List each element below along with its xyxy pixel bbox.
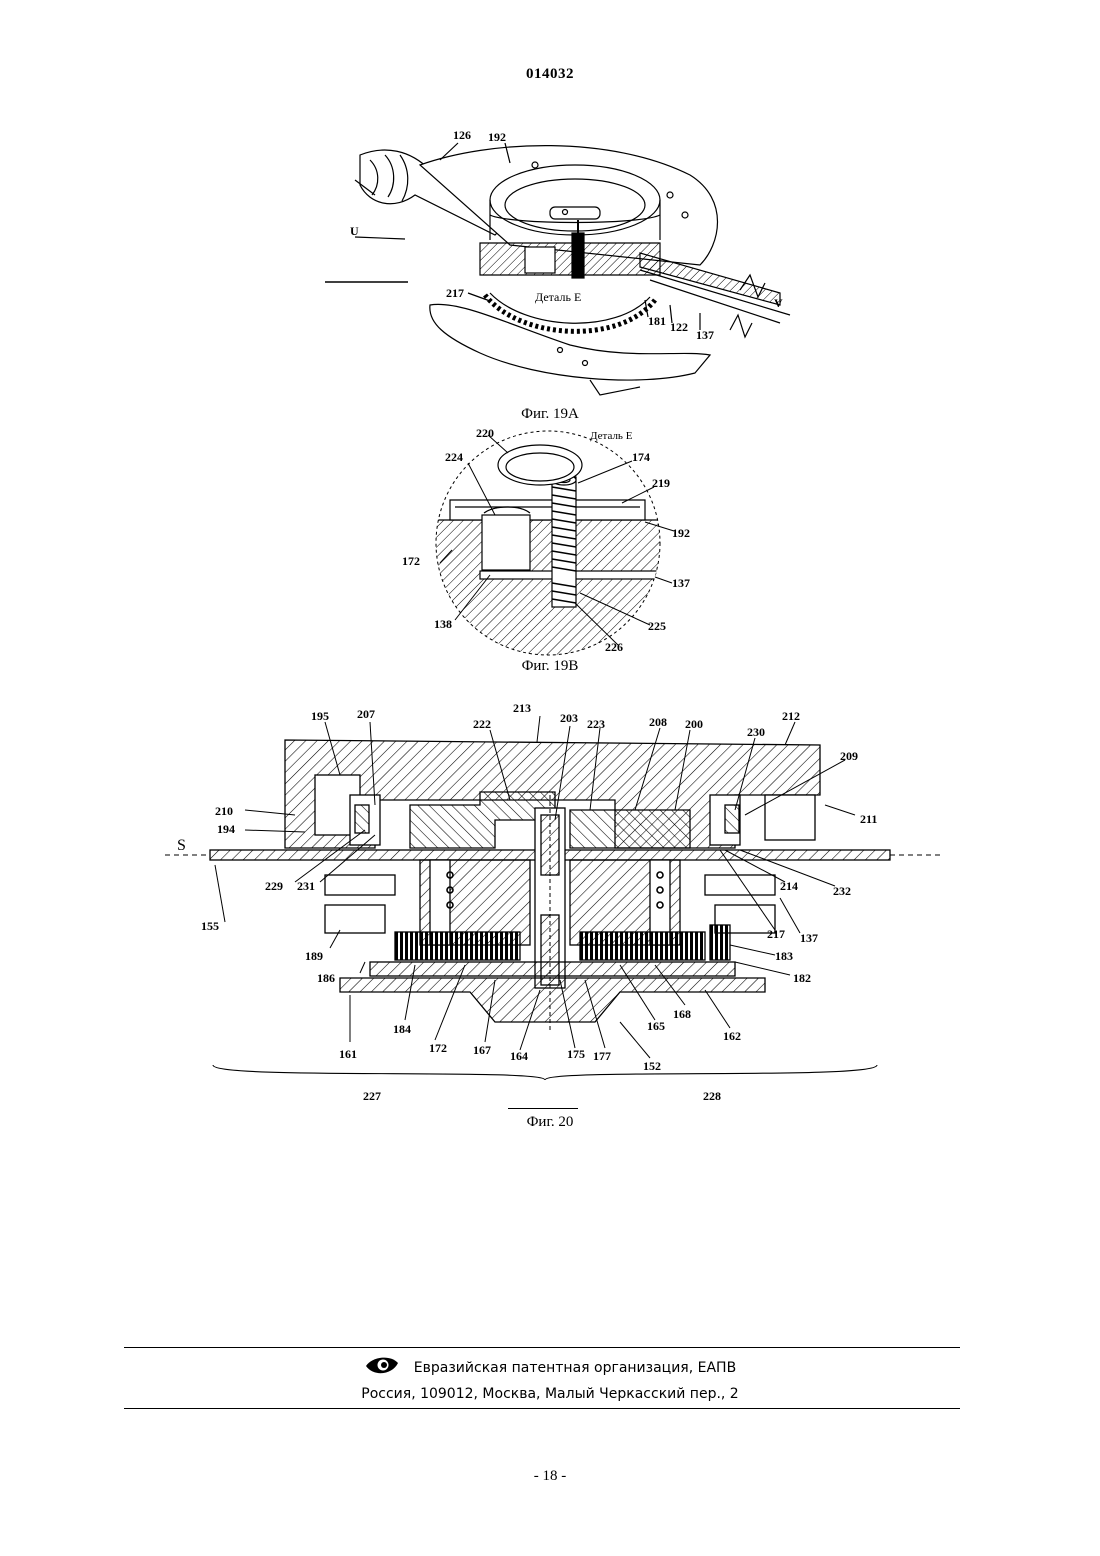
figure-20-caption: Фиг. 20	[0, 1114, 1100, 1131]
label-detail-e: Деталь Е	[535, 290, 581, 304]
label-177: 177	[593, 1049, 611, 1063]
label-217: 217	[446, 286, 464, 300]
page-number: - 18 -	[0, 1468, 1100, 1485]
label-U: U	[350, 224, 359, 238]
label-194: 194	[217, 822, 235, 836]
label-208: 208	[649, 715, 667, 729]
label-229: 229	[265, 879, 283, 893]
label-210: 210	[215, 804, 233, 818]
figure-19a: 126 192 U 217 Деталь Е 181 122 137 V	[310, 125, 810, 405]
figure-19b-caption: Фиг. 19В	[0, 658, 1100, 675]
label-172: 172	[429, 1041, 447, 1055]
label-S: S	[177, 837, 186, 854]
label-231: 231	[297, 879, 315, 893]
label-165: 165	[647, 1019, 665, 1033]
label-137: 137	[672, 576, 690, 590]
label-207: 207	[357, 707, 375, 721]
figure-19a-caption: Фиг. 19А	[0, 406, 1100, 423]
figure-19b-drawing: 220 Деталь Е 224 174 219 192 172 137 138…	[400, 425, 700, 657]
label-181: 181	[648, 314, 666, 328]
label-223: 223	[587, 717, 605, 731]
label-182: 182	[793, 971, 811, 985]
label-183: 183	[775, 949, 793, 963]
label-164: 164	[510, 1049, 528, 1063]
label-213: 213	[513, 701, 531, 715]
label-168: 168	[673, 1007, 691, 1021]
label-152: 152	[643, 1059, 661, 1073]
label-219: 219	[652, 476, 670, 490]
label-227: 227	[363, 1089, 381, 1103]
figure-19a-drawing: 126 192 U 217 Деталь Е 181 122 137 V	[310, 125, 810, 405]
label-226: 226	[605, 640, 623, 654]
label-189: 189	[305, 949, 323, 963]
figure-20: 195 207 222 213 203 223 208 200 230 212 …	[165, 700, 940, 1110]
organization-address: Россия, 109012, Москва, Малый Черкасский…	[0, 1386, 1100, 1402]
label-217: 217	[767, 927, 785, 941]
label-172: 172	[402, 554, 420, 568]
label-138: 138	[434, 617, 452, 631]
label-212: 212	[782, 709, 800, 723]
label-122: 122	[670, 320, 688, 334]
label-V: V	[774, 296, 783, 310]
document-number: 014032	[0, 66, 1100, 83]
label-203: 203	[560, 711, 578, 725]
label-161: 161	[339, 1047, 357, 1061]
label-174: 174	[632, 450, 650, 464]
label-162: 162	[723, 1029, 741, 1043]
label-222: 222	[473, 717, 491, 731]
label-232: 232	[833, 884, 851, 898]
eapo-eye-logo-icon	[364, 1355, 400, 1381]
organization-name: Евразийская патентная организация, ЕАПВ	[414, 1360, 736, 1376]
footer-organization-line: Евразийская патентная организация, ЕАПВ	[0, 1355, 1100, 1381]
label-214: 214	[780, 879, 798, 893]
figure-20-caption-rule	[508, 1108, 578, 1109]
label-192: 192	[488, 130, 506, 144]
label-137: 137	[696, 328, 714, 342]
label-167: 167	[473, 1043, 491, 1057]
label-137: 137	[800, 931, 818, 945]
footer-rule-bottom	[124, 1408, 960, 1409]
label-225: 225	[648, 619, 666, 633]
label-192: 192	[672, 526, 690, 540]
label-186: 186	[317, 971, 335, 985]
label-126: 126	[453, 128, 471, 142]
label-184: 184	[393, 1022, 411, 1036]
label-155: 155	[201, 919, 219, 933]
label-228: 228	[703, 1089, 721, 1103]
label-200: 200	[685, 717, 703, 731]
label-230: 230	[747, 725, 765, 739]
label-211: 211	[860, 812, 877, 826]
label-195: 195	[311, 709, 329, 723]
figure-19b: 220 Деталь Е 224 174 219 192 172 137 138…	[400, 425, 700, 657]
figure-20-drawing: 195 207 222 213 203 223 208 200 230 212 …	[165, 700, 940, 1110]
label-209: 209	[840, 749, 858, 763]
label-220: 220	[476, 426, 494, 440]
label-detail-e: Деталь Е	[590, 430, 633, 442]
label-224: 224	[445, 450, 463, 464]
label-175: 175	[567, 1047, 585, 1061]
footer-rule-top	[124, 1347, 960, 1348]
